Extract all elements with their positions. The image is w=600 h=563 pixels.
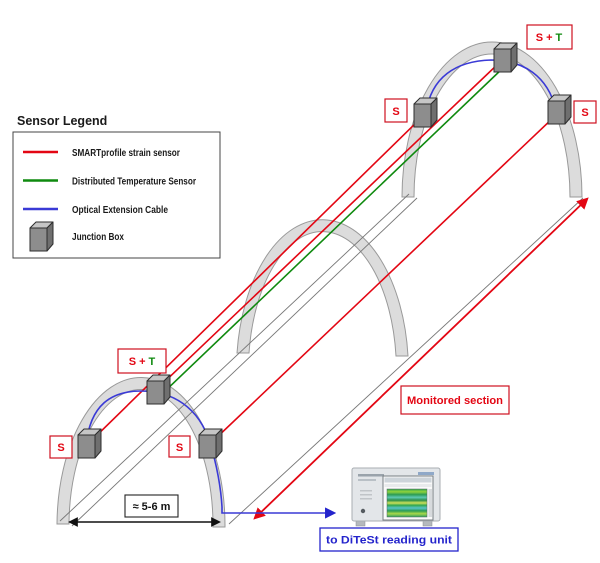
- svg-text:Monitored section: Monitored section: [407, 395, 503, 407]
- junction-box-back-apex: [493, 42, 518, 73]
- unit-logo-bar: [418, 472, 434, 475]
- monitored-section-arrow: [253, 197, 589, 520]
- junction-box-cube-swatch: [29, 221, 54, 252]
- monitored-section-label: Monitored section: [400, 385, 510, 415]
- label-back-strain-temperature: S +T: [526, 24, 573, 50]
- unit-screen-scrollbar: [428, 489, 432, 517]
- unit-vent-3: [360, 498, 372, 500]
- legend-item-strain: SMARTprofile strain sensor: [23, 148, 180, 159]
- temperature-sensor-line-top: [161, 67, 504, 395]
- strain-sensor-line-right: [212, 116, 555, 442]
- legend-title: Sensor Legend: [17, 114, 107, 128]
- junction-box-front-apex: [146, 374, 171, 405]
- svg-text:≈ 5-6 m: ≈ 5-6 m: [133, 501, 171, 513]
- junction-box-back-right: [547, 94, 572, 125]
- unit-spectrogram-display: [386, 488, 428, 518]
- junction-box-back-left: [413, 97, 438, 128]
- unit-screen-titlebar: [384, 477, 432, 483]
- unit-subtitle-bar: [358, 479, 376, 481]
- junction-box-front-left: [77, 428, 102, 459]
- unit-power-button: [360, 508, 366, 514]
- legend-item-label: Junction Box: [72, 232, 124, 243]
- legend-item-temperature: Distributed Temperature Sensor: [23, 177, 196, 188]
- strain-sensor-line-top: [157, 62, 500, 389]
- reading-unit-caption: to DiTeSt reading unit: [319, 527, 459, 552]
- legend-item-label: SMARTprofile strain sensor: [72, 148, 180, 159]
- label-front-left-strain: S: [49, 435, 73, 459]
- svg-text:S: S: [581, 107, 588, 119]
- svg-text:S: S: [176, 442, 183, 454]
- legend-item-label: Optical Extension Cable: [72, 205, 168, 216]
- label-front-right-strain: S: [168, 435, 191, 458]
- unit-vent-1: [360, 490, 372, 492]
- legend-item-junction-box: Junction Box: [29, 221, 124, 252]
- sensor-legend: Sensor Legend SMARTprofile strain sensor…: [12, 114, 221, 259]
- svg-text:S +T: S +T: [536, 32, 563, 44]
- ditest-reading-unit: [351, 467, 441, 527]
- unit-screen-toolbar: [384, 484, 432, 487]
- svg-text:to DiTeSt reading unit: to DiTeSt reading unit: [326, 535, 452, 547]
- legend-item-label: Distributed Temperature Sensor: [72, 177, 196, 188]
- strain-sensor-line-left: [88, 116, 423, 444]
- junction-box-front-right: [198, 428, 223, 459]
- label-front-strain-temperature: S +T: [117, 348, 167, 374]
- unit-vent-2: [360, 494, 372, 496]
- span-dimension-label: ≈ 5-6 m: [124, 494, 179, 518]
- label-back-right-strain: S: [573, 100, 597, 124]
- legend-item-optical: Optical Extension Cable: [23, 205, 168, 216]
- tunnel-arch-front: [56, 377, 226, 528]
- svg-text:S: S: [57, 442, 64, 454]
- svg-text:S +T: S +T: [129, 356, 156, 368]
- unit-brand-bar: [358, 474, 384, 477]
- svg-text:S: S: [392, 106, 399, 118]
- optical-cable-front-arch-to-unit: [85, 390, 337, 519]
- label-back-left-strain: S: [384, 98, 408, 123]
- optical-cable-back-arch: [425, 59, 557, 114]
- tunnel-arch-back: [401, 41, 583, 198]
